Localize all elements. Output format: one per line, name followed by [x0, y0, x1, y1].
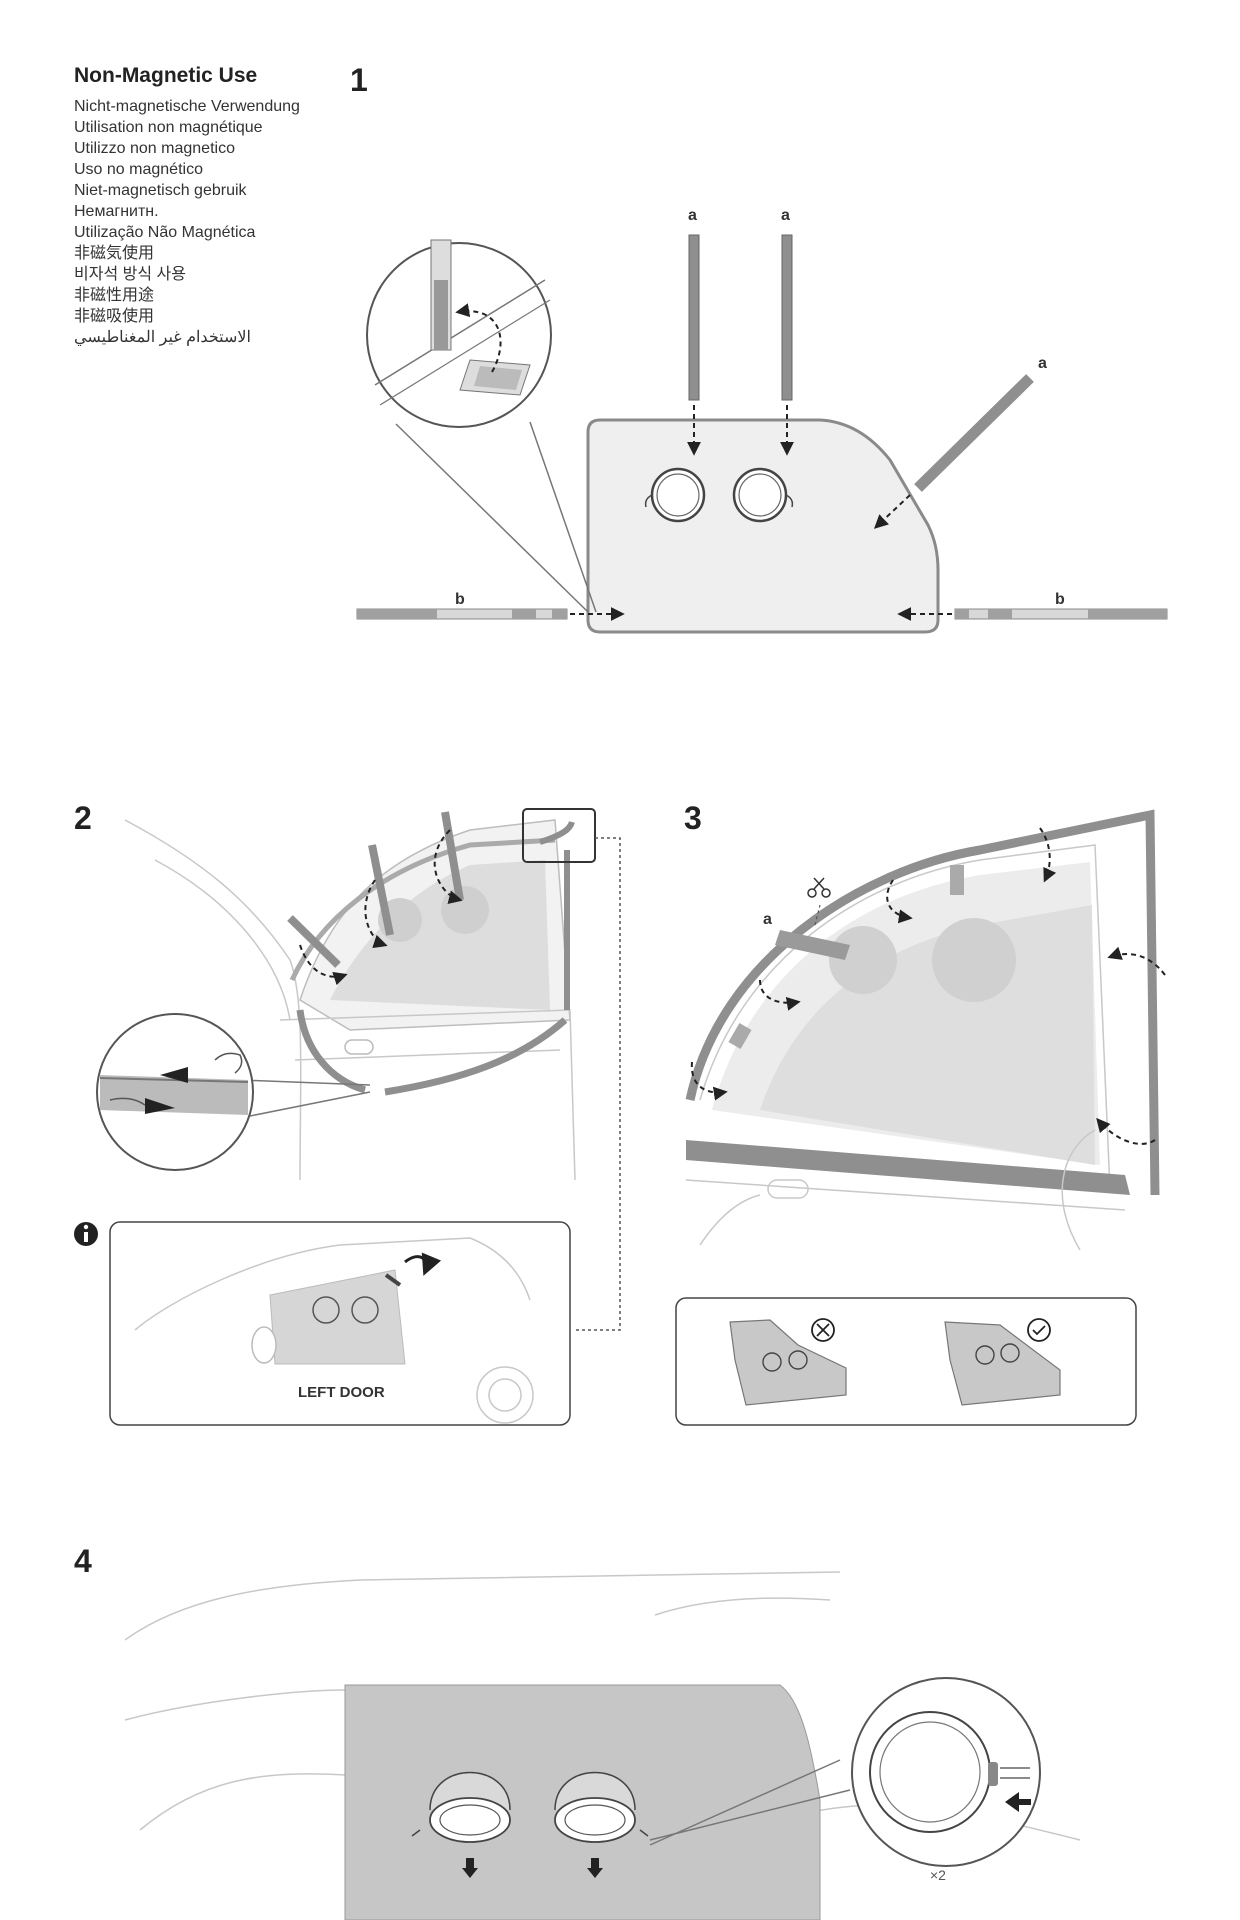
- suction-cup-icon: [411, 1771, 511, 1878]
- info-icon: [74, 1222, 98, 1246]
- translation-es: Uso no magnético: [74, 161, 203, 178]
- strip-b-label-2: b: [1055, 591, 1065, 608]
- scissors-icon: [807, 877, 831, 898]
- translation-fr: Utilisation non magnétique: [74, 119, 263, 136]
- wrong-fit-example: [729, 1318, 847, 1406]
- suction-cup-icon: [732, 467, 794, 523]
- strip-b-left: [356, 608, 568, 620]
- strip-a-label-1: a: [688, 207, 697, 224]
- detail-zoom-circle: [366, 239, 597, 613]
- step-3-figure: a: [675, 809, 1166, 1426]
- step-1-number: 1: [350, 62, 368, 98]
- translation-pt: Utilização Não Magnética: [74, 224, 256, 241]
- strip-a-label-step3: a: [763, 911, 772, 928]
- step-2-figure: LEFT DOOR: [74, 808, 621, 1426]
- strip-a-3: [914, 374, 1034, 492]
- translation-nl: Niet-magnetisch gebruik: [74, 182, 247, 199]
- check-circle-icon: [1027, 1318, 1051, 1342]
- strip-b-right: [954, 608, 1168, 620]
- step-4-number: 4: [74, 1543, 92, 1579]
- page-title: Non-Magnetic Use: [74, 64, 258, 87]
- translation-de: Nicht-magnetische Verwendung: [74, 98, 300, 115]
- strip-a-label-2: a: [781, 207, 790, 224]
- translation-ar: الاستخدام غير المغناطيسي: [74, 329, 251, 346]
- translation-ja: 非磁気使用: [74, 245, 155, 262]
- strip-b-label-1: b: [455, 591, 465, 608]
- step-2-number: 2: [74, 800, 92, 836]
- corner-detail-box: [522, 808, 596, 863]
- translation-zh-cn: 非磁性用途: [74, 287, 155, 304]
- quantity-label: ×2: [930, 1867, 946, 1883]
- translation-list: Nicht-magnetische Verwendung Utilisation…: [74, 96, 300, 348]
- right-fit-example: [944, 1318, 1061, 1406]
- suction-cup-icon: [644, 467, 706, 523]
- strip-a-label-3: a: [1038, 355, 1047, 372]
- strip-a-2: [781, 234, 793, 401]
- step-4-figure: ×2: [124, 1571, 1081, 1920]
- left-door-label: LEFT DOOR: [298, 1384, 385, 1401]
- translation-ru: Немагнитн.: [74, 203, 159, 220]
- strip-a-1: [688, 234, 700, 401]
- step-4-zoom-circle: [851, 1677, 1041, 1867]
- translation-zh-tw: 非磁吸使用: [74, 308, 155, 325]
- cross-circle-icon: [811, 1318, 835, 1342]
- step-2-zoom-circle: [96, 1013, 371, 1171]
- suction-cup-icon: [554, 1771, 649, 1878]
- translation-ko: 비자석 방식 사용: [74, 266, 186, 283]
- sunshade-panel: [586, 418, 940, 634]
- step-1-figure: a a a b b: [356, 207, 1168, 634]
- step-3-number: 3: [684, 800, 702, 836]
- translation-it: Utilizzo non magnetico: [74, 140, 235, 157]
